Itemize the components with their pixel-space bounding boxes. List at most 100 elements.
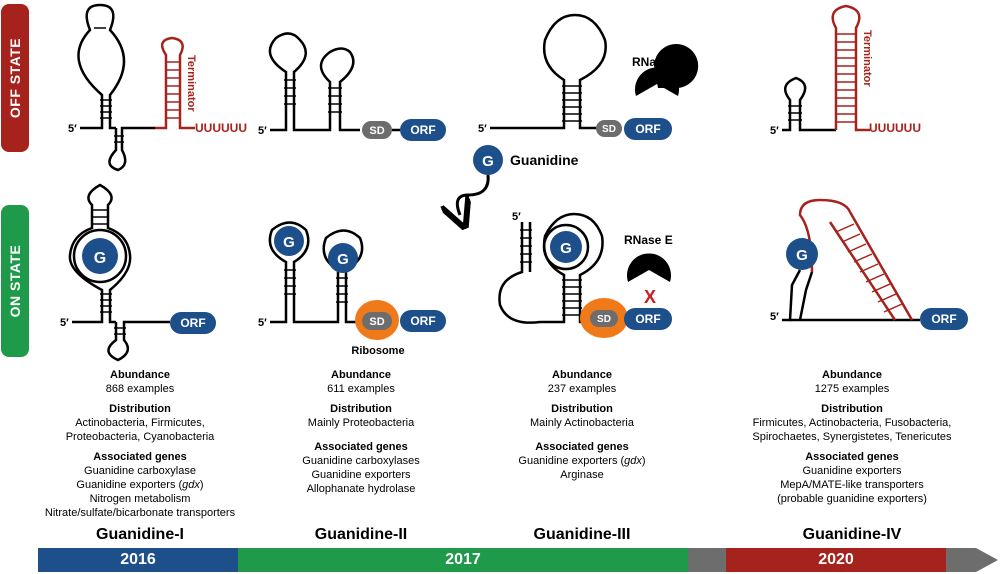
g-label-2a: G <box>283 234 295 251</box>
guanidine-ligand: G Guanidine <box>473 145 579 175</box>
sd-label-7: SD <box>597 314 611 325</box>
guanidine-iv-on-pseudoknot <box>798 198 914 321</box>
rnase-e-pacman-icon-on <box>627 253 671 282</box>
distribution-line: Firmicutes, Actinobacteria, Fusobacteria… <box>752 417 952 429</box>
distribution-line: Actinobacteria, Firmicutes, <box>75 417 205 429</box>
five-prime-label-5: 5′ <box>60 317 69 329</box>
gene-line: Nitrate/sulfate/bicarbonate transporters <box>44 507 236 519</box>
distribution-line: Spirochaetes, Synergistetes, Tenericutes <box>752 431 952 443</box>
gene-line: Guanidine carboxylase <box>84 465 196 477</box>
guanidine-i-on-structure <box>68 183 170 362</box>
sd-pill-7: SD <box>590 310 618 327</box>
guanidine-i-off-structure <box>77 3 155 172</box>
orf-label-3: ORF <box>635 122 660 136</box>
abundance-heading: Abundance <box>552 369 612 381</box>
guanidine-ii-on-structure <box>268 221 364 324</box>
g-ligand-1: G <box>82 238 118 274</box>
orf-label-2: ORF <box>410 123 435 137</box>
orf-pill-2: ORF <box>400 119 446 141</box>
genes-heading: Associated genes <box>535 441 629 453</box>
orf-label-5: ORF <box>180 316 205 330</box>
guanidine-iii-title: Guanidine-III <box>533 526 631 543</box>
sd-pill-2: SD <box>362 121 392 139</box>
g-ligand-2b: G <box>328 243 358 273</box>
gene-line: Guanidine exporters <box>802 465 902 477</box>
orf-label-6: ORF <box>410 314 435 328</box>
g-label-3: G <box>560 240 572 257</box>
guanidine-iv-title: Guanidine-IV <box>802 526 902 543</box>
gene-line: Arginase <box>560 469 604 481</box>
blocked-x-icon: X <box>644 287 656 307</box>
gene-line: Guanidine exporters (gdx) <box>76 479 204 491</box>
uuu-tail-1: UUUUUU <box>195 121 247 135</box>
sd-pill-6: SD <box>362 312 392 330</box>
orf-pill-7: ORF <box>624 308 672 330</box>
gene-line: Allophanate hydrolase <box>306 483 416 495</box>
five-prime-label-4: 5′ <box>770 125 779 137</box>
sd-pill-3: SD <box>596 120 622 137</box>
g-label-4: G <box>796 247 808 264</box>
timeline-gap <box>688 548 726 572</box>
five-prime-label-6: 5′ <box>258 317 267 329</box>
abundance-heading: Abundance <box>110 369 170 381</box>
g-ligand-2a: G <box>274 226 304 256</box>
distribution-line: Mainly Proteobacteria <box>307 417 415 429</box>
gene-line: Nitrogen metabolism <box>89 493 191 505</box>
guanidine-iv-off-structure <box>782 76 836 132</box>
off-state-label: OFF STATE <box>1 4 29 152</box>
abundance-value: 1275 examples <box>814 383 890 395</box>
five-prime-label-7: 5′ <box>512 211 521 223</box>
g-ligand-4: G <box>786 238 818 270</box>
genes-heading: Associated genes <box>93 451 187 463</box>
orf-pill-3: ORF <box>624 118 672 140</box>
guanidine-g-label: G <box>482 153 494 170</box>
genes-heading: Associated genes <box>805 451 899 463</box>
g-ligand-3: G <box>550 231 582 263</box>
sd-label-2: SD <box>369 125 384 137</box>
orf-pill-8: ORF <box>920 308 968 330</box>
abundance-value: 611 examples <box>327 383 395 395</box>
abundance-heading: Abundance <box>822 369 882 381</box>
guanidine-iv-off-terminator <box>831 4 870 132</box>
on-state-label: ON STATE <box>1 205 29 357</box>
distribution-line: Mainly Actinobacteria <box>530 417 634 429</box>
terminator-label-1: Terminator <box>185 55 197 112</box>
rnase-label-on: RNase E <box>624 233 673 247</box>
guanidine-label: Guanidine <box>510 152 579 168</box>
gene-line: Guanidine exporters (gdx) <box>518 455 646 467</box>
distribution-heading: Distribution <box>821 403 883 415</box>
orf-pill-6: ORF <box>400 310 446 332</box>
sd-label-6: SD <box>369 316 384 328</box>
rnase-e-pacman-icon-off <box>635 67 680 96</box>
abundance-value: 237 examples <box>547 383 617 395</box>
gene-line: (probable guanidine exporters) <box>777 493 927 505</box>
five-prime-label-2: 5′ <box>258 125 267 137</box>
orf-label-7: ORF <box>635 312 660 326</box>
g-label-1: G <box>94 250 106 267</box>
genes-heading: Associated genes <box>314 441 408 453</box>
gene-line: MepA/MATE-like transporters <box>780 479 924 491</box>
timeline-2017: 2017 <box>238 548 688 572</box>
timeline-2016: 2016 <box>38 548 238 572</box>
five-prime-label-1: 5′ <box>68 123 77 135</box>
distribution-heading: Distribution <box>109 403 171 415</box>
guanidine-i-off-terminator <box>155 36 195 130</box>
uuu-tail-4: UUUUUU <box>869 121 921 135</box>
distribution-line: Proteobacteria, Cyanobacteria <box>65 431 215 443</box>
g-label-2b: G <box>337 251 349 268</box>
binding-arrow <box>457 174 490 215</box>
timeline-2020: 2020 <box>726 548 946 572</box>
distribution-heading: Distribution <box>330 403 392 415</box>
guanidine-iii-on-structure <box>498 212 604 324</box>
gene-line: Guanidine exporters <box>311 469 411 481</box>
five-prime-label-8: 5′ <box>770 311 779 323</box>
guanidine-iii-off-structure <box>490 13 607 130</box>
gene-line: Guanidine carboxylases <box>302 455 420 467</box>
orf-label-8: ORF <box>931 312 956 326</box>
rnase-label-off: RNase E <box>632 55 681 69</box>
